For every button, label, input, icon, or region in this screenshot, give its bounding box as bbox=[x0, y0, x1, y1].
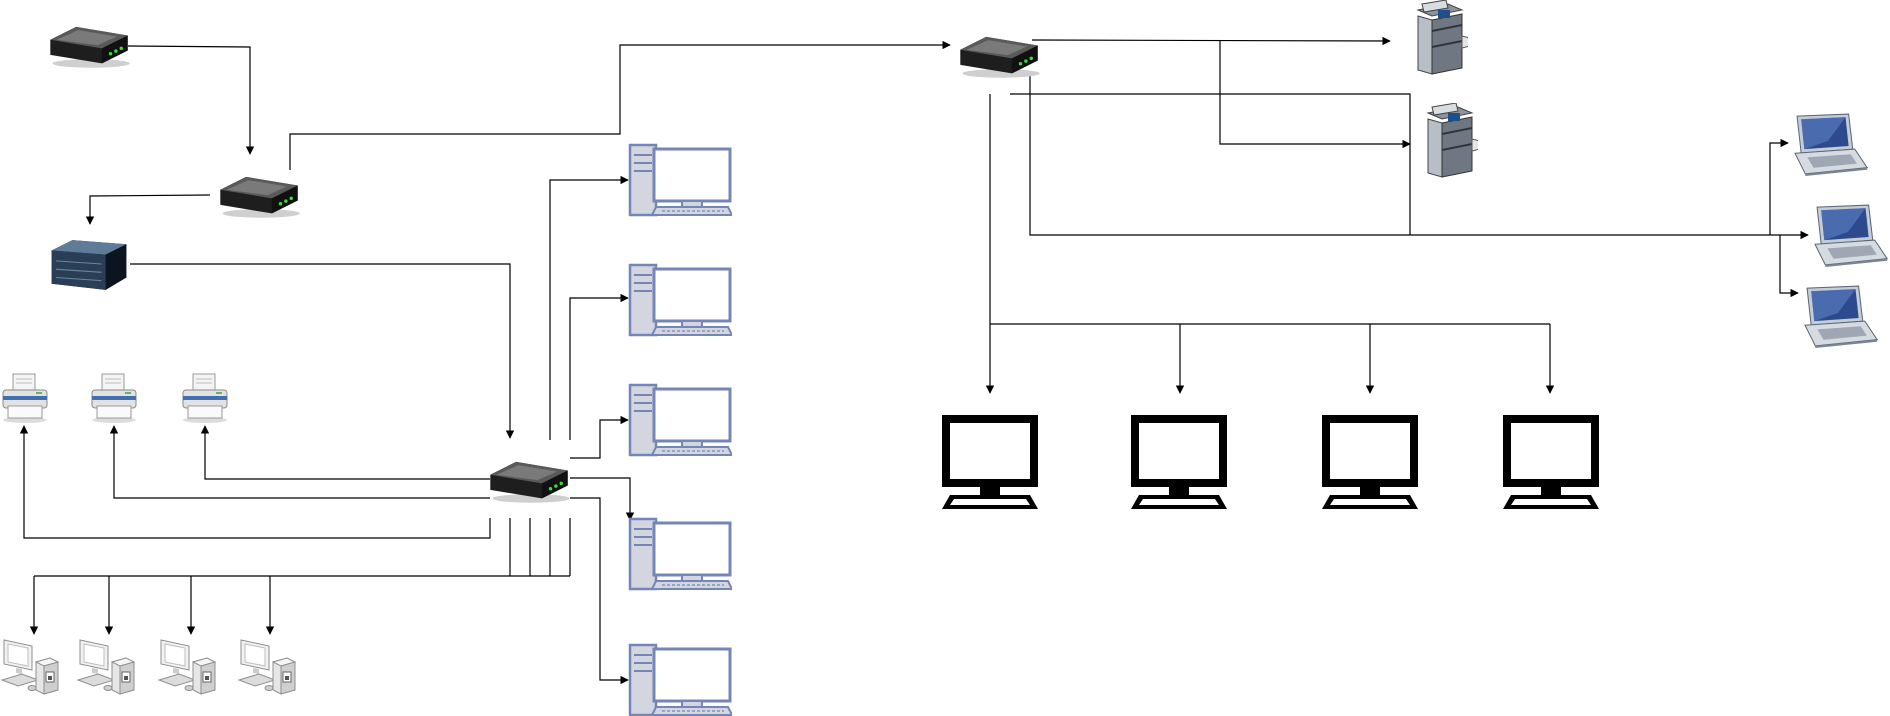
router-icon bbox=[50, 26, 130, 68]
laptop-icon bbox=[1794, 113, 1868, 177]
server-icon bbox=[51, 239, 127, 291]
connections bbox=[19, 36, 1809, 685]
link-router-center-to-desktop-2 bbox=[569, 293, 629, 440]
link-to-laptop-3 bbox=[1779, 235, 1799, 298]
link-server-to-router-center bbox=[130, 263, 515, 439]
monitor-icon bbox=[1322, 415, 1418, 509]
router-icon bbox=[490, 461, 570, 503]
link-router-center-to-printer-1 bbox=[19, 425, 491, 539]
workstation-icon bbox=[158, 639, 216, 695]
link-router-center-to-printer-2 bbox=[109, 425, 490, 499]
monitor-icon bbox=[942, 415, 1038, 509]
desktop-computer-icon bbox=[628, 643, 732, 716]
link-router-center-to-printer-3 bbox=[200, 425, 490, 480]
link-router-top-to-router-upper bbox=[127, 45, 255, 155]
link-router-upper-to-router-right bbox=[289, 40, 951, 170]
link-router-right-to-copier-2 bbox=[1219, 41, 1411, 149]
laptop-icon bbox=[1804, 285, 1878, 349]
router-icon bbox=[220, 176, 300, 218]
link-router-right-copier-line bbox=[1010, 93, 1411, 235]
printer-icon bbox=[91, 373, 137, 424]
workstation-icon bbox=[238, 639, 296, 695]
link-router-center-to-desktop-4 bbox=[570, 477, 635, 521]
link-to-laptop-1 bbox=[1769, 138, 1789, 235]
link-router-upper-to-server bbox=[85, 194, 211, 225]
copier-icon bbox=[1417, 0, 1468, 75]
printer-icon bbox=[182, 373, 228, 424]
workstation-bus-drops bbox=[509, 518, 571, 576]
desktop-computer-icon bbox=[628, 517, 732, 591]
link-router-center-to-desktop-5 bbox=[570, 497, 629, 685]
desktop-computer-icon bbox=[628, 383, 732, 457]
printer-icon bbox=[2, 373, 48, 424]
router-icon bbox=[960, 36, 1040, 78]
desktop-computer-icon bbox=[628, 263, 732, 337]
monitor-icon bbox=[1131, 415, 1227, 509]
desktop-computer-icon bbox=[628, 143, 732, 217]
link-router-right-to-copier-1 bbox=[1031, 36, 1391, 46]
link-router-center-to-desktop-3 bbox=[570, 415, 629, 459]
workstation-icon bbox=[1, 639, 59, 695]
workstation-icon bbox=[77, 639, 135, 695]
copier-icon bbox=[1427, 103, 1478, 178]
monitor-icon bbox=[1503, 415, 1599, 509]
laptop-icon bbox=[1814, 204, 1888, 268]
link-router-center-to-desktop-1 bbox=[549, 175, 629, 440]
link-router-right-to-laptop-2 bbox=[1029, 74, 1809, 240]
